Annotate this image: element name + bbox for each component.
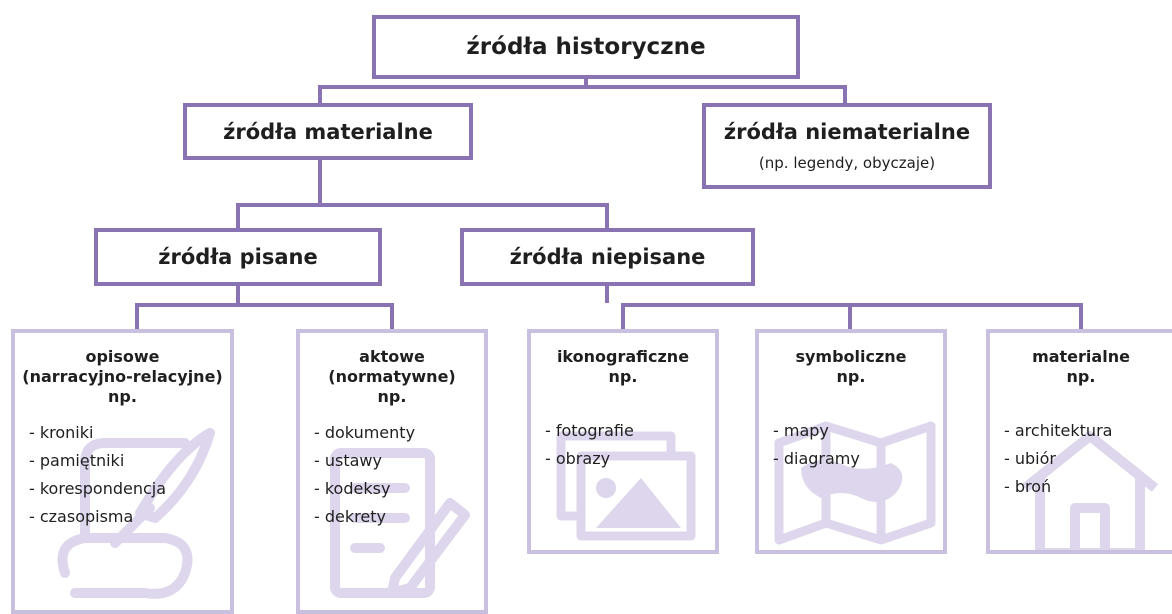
node-written-sources: źródła pisane — [94, 228, 382, 286]
list-item: - fotografie — [545, 421, 634, 440]
list-item: - broń — [1004, 477, 1052, 496]
leaf-heading-line: symboliczne — [795, 347, 907, 366]
list-item: - architektura — [1004, 421, 1113, 440]
list-item: - dokumenty — [314, 423, 416, 442]
list-item: - korespondencja — [29, 479, 167, 498]
node-subtitle: (np. legendy, obyczaje) — [758, 154, 936, 172]
leaf-normative-sources: aktowe (normatywne) np. - dokumenty - us… — [296, 329, 488, 614]
list-item: - obrazy — [545, 449, 611, 468]
node-unwritten-sources: źródła niepisane — [460, 228, 755, 286]
leaf-heading-line: (narracyjno-relacyjne) — [22, 367, 223, 386]
node-immaterial-sources: źródła niematerialne (np. legendy, obycz… — [702, 103, 992, 189]
node-title: źródła niepisane — [509, 245, 706, 269]
node-title: źródła historyczne — [466, 34, 706, 60]
leaf-iconographic-sources: ikonograficzne np. - fotografie - obrazy — [527, 329, 719, 554]
leaf-heading-line: materialne — [1032, 347, 1130, 366]
leaf-heading-line: opisowe — [85, 347, 160, 366]
list-item: - pamiętniki — [29, 451, 125, 470]
list-item: - kroniki — [29, 423, 94, 442]
list-item: - diagramy — [773, 449, 860, 468]
map-icon — [774, 421, 936, 545]
node-title: źródła pisane — [158, 245, 318, 269]
leaf-heading-line: aktowe — [359, 347, 425, 366]
scroll-quill-icon — [57, 428, 215, 599]
leaf-heading-line: (normatywne) — [328, 367, 456, 386]
document-pencil-icon — [330, 448, 470, 598]
leaf-heading-line: ikonograficzne — [556, 347, 690, 366]
list-item: - czasopisma — [29, 507, 134, 526]
node-material-sources: źródła materialne — [183, 103, 473, 160]
list-item: - ustawy — [314, 451, 382, 470]
list-item: - mapy — [773, 421, 829, 440]
house-icon — [1021, 431, 1159, 550]
leaf-narrative-sources: opisowe (narracyjno-relacyjne) np. - kro… — [11, 329, 234, 614]
list-item: - kodeksy — [314, 479, 391, 498]
list-item: - ubiór — [1004, 449, 1056, 468]
leaf-heading-line: np. — [377, 387, 407, 406]
node-historical-sources: źródła historyczne — [372, 15, 800, 79]
leaf-heading-line: np. — [836, 367, 866, 386]
leaf-heading-line: np. — [108, 387, 137, 406]
leaf-heading-line: np. — [608, 367, 638, 386]
leaf-material-artifacts: materialne np. - architektura - ubiór - … — [986, 329, 1172, 554]
node-title: źródła materialne — [223, 119, 433, 144]
list-item: - dekrety — [314, 507, 386, 526]
leaf-heading-line: np. — [1066, 367, 1096, 386]
leaf-symbolic-sources: symboliczne np. - mapy - diagramy — [755, 329, 947, 554]
node-title: źródła niematerialne — [723, 120, 971, 144]
pictures-icon — [556, 431, 696, 541]
